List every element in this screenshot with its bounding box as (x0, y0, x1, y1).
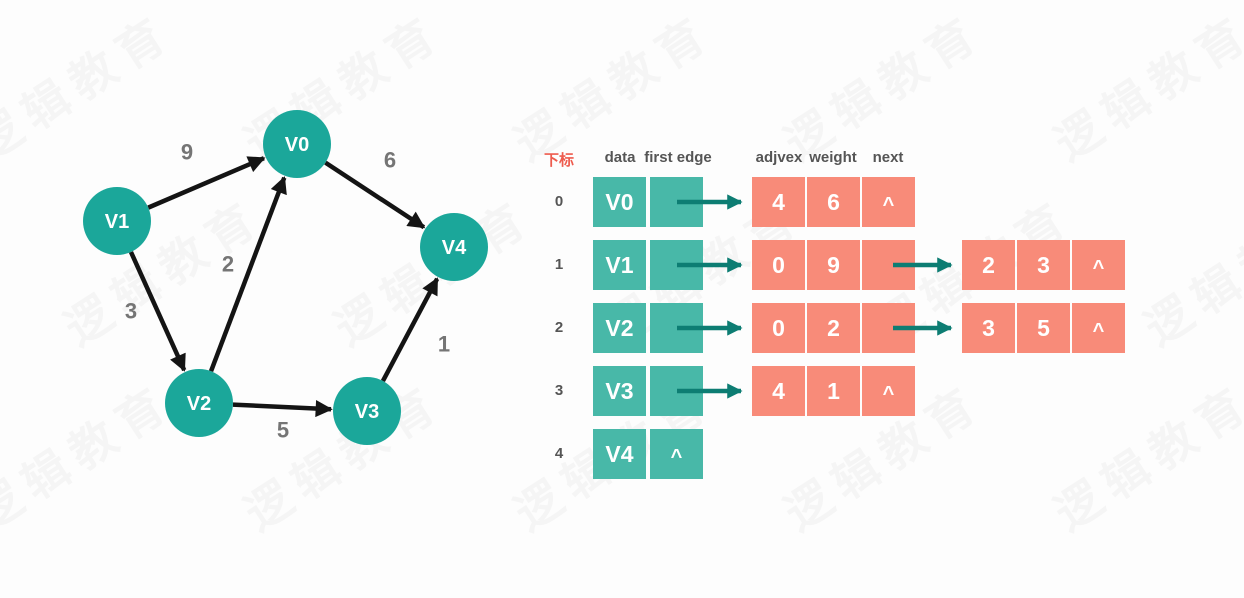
next-cell (862, 303, 915, 353)
null-pointer-caret: ^ (882, 382, 895, 405)
data-cell-V1: V1 (593, 240, 646, 290)
null-pointer-caret: ^ (1092, 256, 1105, 279)
first-edge-cell: ^ (650, 429, 703, 479)
weight-cell: 3 (1017, 240, 1070, 290)
row-index-label: 0 (554, 193, 564, 210)
column-header-next: next (872, 149, 904, 166)
first-edge-cell (650, 303, 703, 353)
column-header-first-edge: first edge (644, 149, 712, 166)
next-cell: ^ (862, 177, 915, 227)
row-index-label: 4 (554, 445, 564, 462)
adjvex-cell: 4 (752, 177, 805, 227)
weight-cell: 1 (807, 366, 860, 416)
column-header-data: data (604, 149, 636, 166)
next-cell: ^ (1072, 303, 1125, 353)
first-edge-cell (650, 366, 703, 416)
row-index-label: 2 (554, 319, 564, 336)
weight-cell: 5 (1017, 303, 1070, 353)
adjvex-cell: 0 (752, 240, 805, 290)
null-pointer-caret: ^ (1092, 319, 1105, 342)
data-cell-V2: V2 (593, 303, 646, 353)
data-cell-V4: V4 (593, 429, 646, 479)
adjvex-cell: 3 (962, 303, 1015, 353)
row-index-label: 1 (554, 256, 564, 273)
data-cell-V3: V3 (593, 366, 646, 416)
row-index-label: 3 (554, 382, 564, 399)
null-pointer-caret: ^ (882, 193, 895, 216)
weight-cell: 6 (807, 177, 860, 227)
adjvex-cell: 0 (752, 303, 805, 353)
next-cell: ^ (862, 366, 915, 416)
weight-cell: 9 (807, 240, 860, 290)
next-cell (862, 240, 915, 290)
data-cell-V0: V0 (593, 177, 646, 227)
first-edge-cell (650, 177, 703, 227)
adjvex-cell: 4 (752, 366, 805, 416)
first-edge-cell (650, 240, 703, 290)
next-cell: ^ (1072, 240, 1125, 290)
column-header-index: 下标 (543, 152, 574, 169)
weight-cell: 2 (807, 303, 860, 353)
column-header-weight: weight (809, 149, 857, 166)
column-header-adjvex: adjvex (755, 149, 803, 166)
null-pointer-caret: ^ (670, 445, 683, 468)
adjvex-cell: 2 (962, 240, 1015, 290)
